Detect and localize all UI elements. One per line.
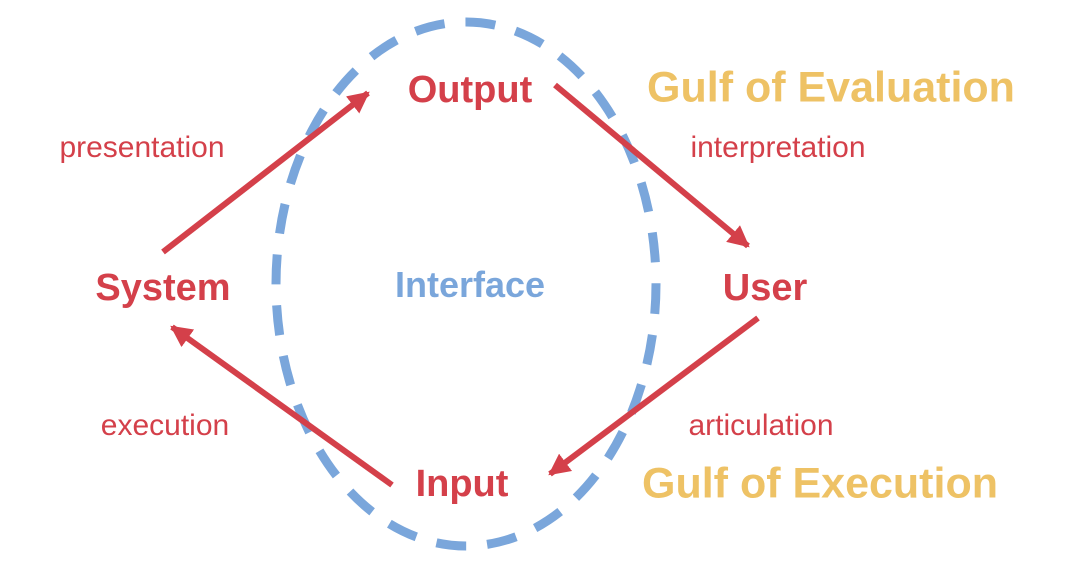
interpretation-edge-label: interpretation [690, 131, 866, 164]
interface-dashed-ellipse [271, 17, 661, 551]
presentation-edge-label: presentation [59, 131, 225, 164]
articulation-arrow [548, 315, 760, 477]
node-user: User [722, 267, 808, 309]
interface-label: Interface [394, 264, 546, 305]
gulf-of-evaluation-label: Gulf of Evaluation [647, 63, 1015, 112]
node-input: Input [415, 463, 509, 505]
presentation-arrow [161, 90, 370, 255]
interpretation-arrow [553, 82, 750, 249]
execution-arrow [170, 324, 394, 488]
node-output: Output [407, 69, 533, 111]
node-system: System [95, 267, 231, 309]
execution-edge-label: execution [100, 409, 230, 442]
gulf-of-execution-label: Gulf of Execution [642, 459, 998, 508]
articulation-edge-label: articulation [688, 409, 834, 442]
